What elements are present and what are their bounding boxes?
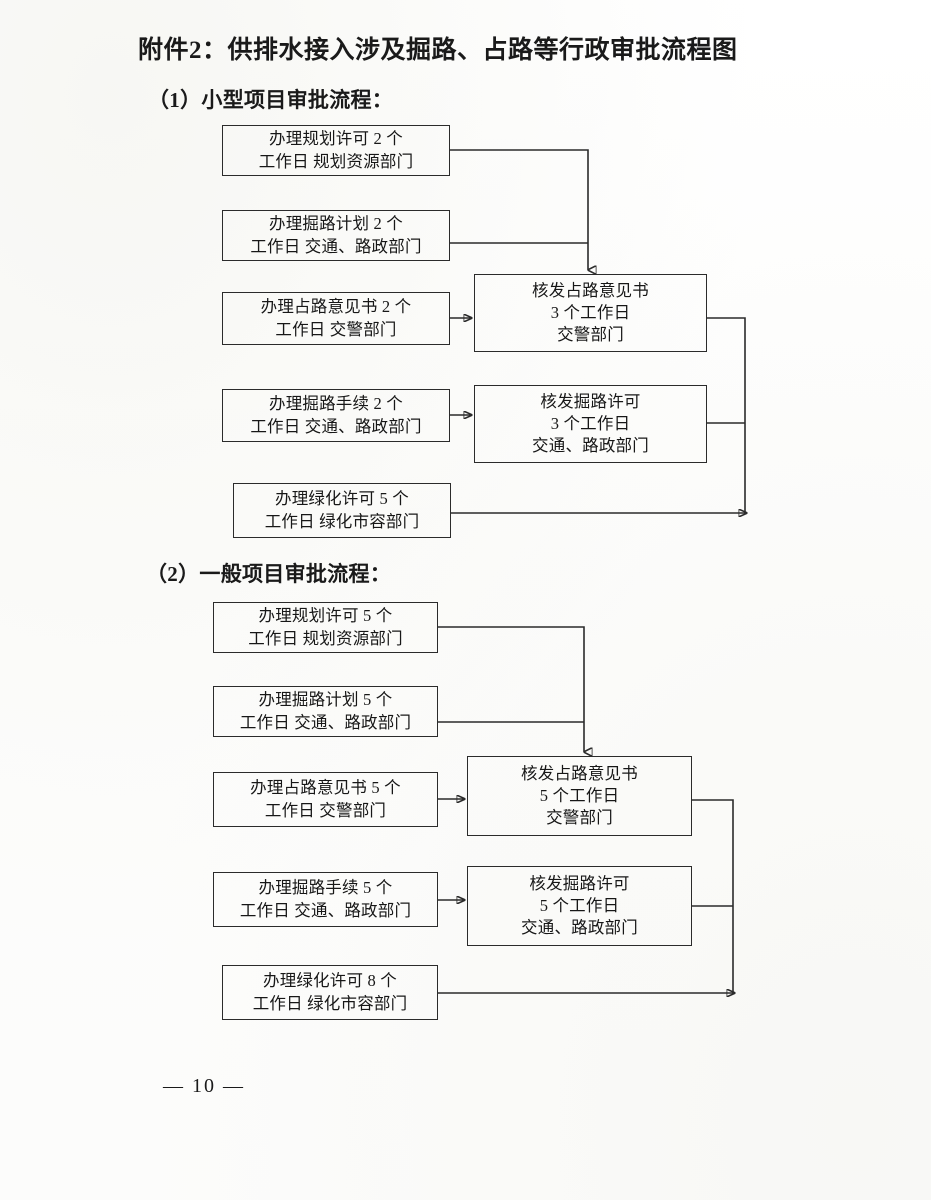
s1-left-box-4-line-2: 工作日 交通、路政部门	[250, 416, 422, 436]
s2-right-box-1-line-1: 核发占路意见书	[521, 763, 638, 783]
s1-right-box-issue-excavation-permit: 核发掘路许可 3 个工作日 交通、路政部门	[474, 385, 707, 463]
s2-left-box-1-line-1: 办理规划许可 5 个	[258, 606, 393, 626]
s2-right-box-issue-excavation-permit: 核发掘路许可 5 个工作日 交通、路政部门	[467, 866, 692, 946]
s2-left-box-4-line-2: 工作日 交通、路政部门	[239, 900, 412, 920]
s2-right-box-2-line-3: 交通、路政部门	[521, 918, 638, 938]
s2-left-box-5-line-2: 工作日 绿化市容部门	[252, 993, 408, 1013]
s2-left-box-2-line-2: 工作日 交通、路政部门	[239, 712, 412, 732]
s1-left-box-1-line-2: 工作日 规划资源部门	[258, 151, 414, 171]
s2-left-box-excavation-plan: 办理掘路计划 5 个 工作日 交通、路政部门	[213, 686, 438, 737]
s1-left-box-2-line-1: 办理掘路计划 2 个	[269, 214, 403, 234]
s1-left-box-5-line-2: 工作日 绿化市容部门	[264, 511, 420, 531]
s1-left-box-3-line-1: 办理占路意见书 2 个	[260, 297, 412, 317]
s1-right-box-1-line-3: 交警部门	[557, 325, 624, 345]
s1-left-box-2-line-2: 工作日 交通、路政部门	[250, 236, 422, 256]
section-1-heading: （1）小型项目审批流程：	[148, 88, 394, 112]
s2-right-box-1-line-2: 5 个工作日	[539, 785, 620, 805]
s1-left-box-excavation-procedure: 办理掘路手续 2 个 工作日 交通、路政部门	[222, 389, 450, 442]
page-title: 附件2：供排水接入涉及掘路、占路等行政审批流程图	[138, 37, 738, 64]
s1-left-box-4-line-1: 办理掘路手续 2 个	[269, 394, 403, 414]
s1-right-box-2-line-1: 核发掘路许可	[540, 391, 641, 411]
s2-left-box-3-line-2: 工作日 交警部门	[264, 800, 387, 820]
s2-left-box-2-line-1: 办理掘路计划 5 个	[258, 690, 393, 710]
s1-left-box-5-line-1: 办理绿化许可 5 个	[275, 489, 409, 509]
s2-right-box-2-line-1: 核发掘路许可	[529, 873, 630, 893]
s1-right-box-1-line-1: 核发占路意见书	[532, 280, 649, 300]
s1-left-box-3-line-2: 工作日 交警部门	[275, 319, 397, 339]
s1-left-box-greening-permit: 办理绿化许可 5 个 工作日 绿化市容部门	[233, 483, 451, 538]
s2-right-box-1-line-3: 交警部门	[546, 808, 613, 828]
s2-left-box-5-line-1: 办理绿化许可 8 个	[263, 971, 397, 991]
s2-right-box-2-line-2: 5 个工作日	[539, 895, 620, 915]
s1-left-box-planning-permit: 办理规划许可 2 个 工作日 规划资源部门	[222, 125, 450, 176]
s2-left-box-4-line-1: 办理掘路手续 5 个	[258, 878, 393, 898]
s2-left-box-1-line-2: 工作日 规划资源部门	[248, 628, 403, 648]
s2-left-box-road-occupation-opinion: 办理占路意见书 5 个 工作日 交警部门	[213, 772, 438, 827]
s1-left-box-excavation-plan: 办理掘路计划 2 个 工作日 交通、路政部门	[222, 210, 450, 261]
s2-left-box-3-line-1: 办理占路意见书 5 个	[250, 778, 401, 798]
s2-left-box-planning-permit: 办理规划许可 5 个 工作日 规划资源部门	[213, 602, 438, 653]
s2-right-box-issue-road-occupation-opinion: 核发占路意见书 5 个工作日 交警部门	[467, 756, 692, 836]
s1-left-box-road-occupation-opinion: 办理占路意见书 2 个 工作日 交警部门	[222, 292, 450, 345]
s2-left-box-excavation-procedure: 办理掘路手续 5 个 工作日 交通、路政部门	[213, 872, 438, 927]
page-number: — 10 —	[163, 1075, 245, 1097]
s1-right-box-1-line-2: 3 个工作日	[550, 302, 631, 322]
s2-left-box-greening-permit: 办理绿化许可 8 个 工作日 绿化市容部门	[222, 965, 438, 1020]
s1-right-box-2-line-3: 交通、路政部门	[532, 436, 649, 456]
s1-left-box-1-line-1: 办理规划许可 2 个	[269, 129, 403, 149]
s1-right-box-issue-road-occupation-opinion: 核发占路意见书 3 个工作日 交警部门	[474, 274, 707, 352]
s1-right-box-2-line-2: 3 个工作日	[550, 413, 631, 433]
section-2-heading: （2）一般项目审批流程：	[146, 562, 392, 586]
